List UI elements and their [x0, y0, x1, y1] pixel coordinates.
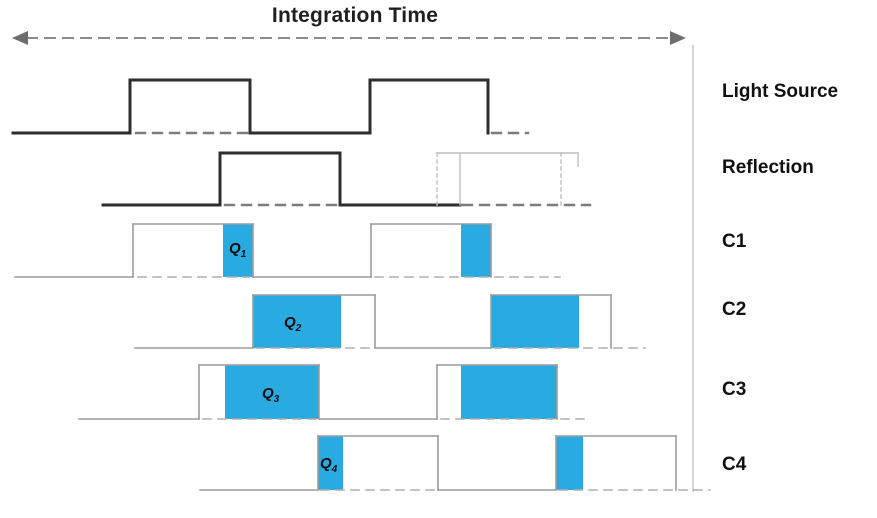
charge-region-c3	[461, 365, 557, 419]
charge-region-c2	[253, 295, 341, 348]
signal-c2: Q2	[134, 294, 646, 349]
charge-region-c4	[556, 436, 583, 490]
row-label-reflection: Reflection	[722, 157, 814, 178]
charge-region-c1	[223, 224, 253, 277]
row-label-c1: C1	[722, 231, 747, 252]
row-label-light-source: Light Source	[722, 81, 839, 102]
charge-region-c4	[318, 436, 343, 490]
signal-c3: Q3	[78, 364, 586, 420]
integration-time-arrow	[12, 31, 686, 45]
row-label-c3: C3	[722, 379, 747, 400]
row-label-c2: C2	[722, 299, 747, 320]
signal-reflection	[101, 151, 592, 207]
arrowhead-left-icon	[12, 31, 28, 45]
signal-c4: Q4	[199, 435, 711, 491]
charge-region-c2	[491, 295, 579, 348]
charge-region-c1	[461, 224, 491, 277]
signal-c1: Q1	[14, 223, 561, 278]
signal-light-source	[11, 78, 530, 135]
diagram-title: Integration Time	[271, 4, 439, 27]
arrowhead-right-icon	[670, 31, 686, 45]
charge-region-c3	[225, 365, 319, 419]
row-label-c4: C4	[722, 454, 747, 475]
